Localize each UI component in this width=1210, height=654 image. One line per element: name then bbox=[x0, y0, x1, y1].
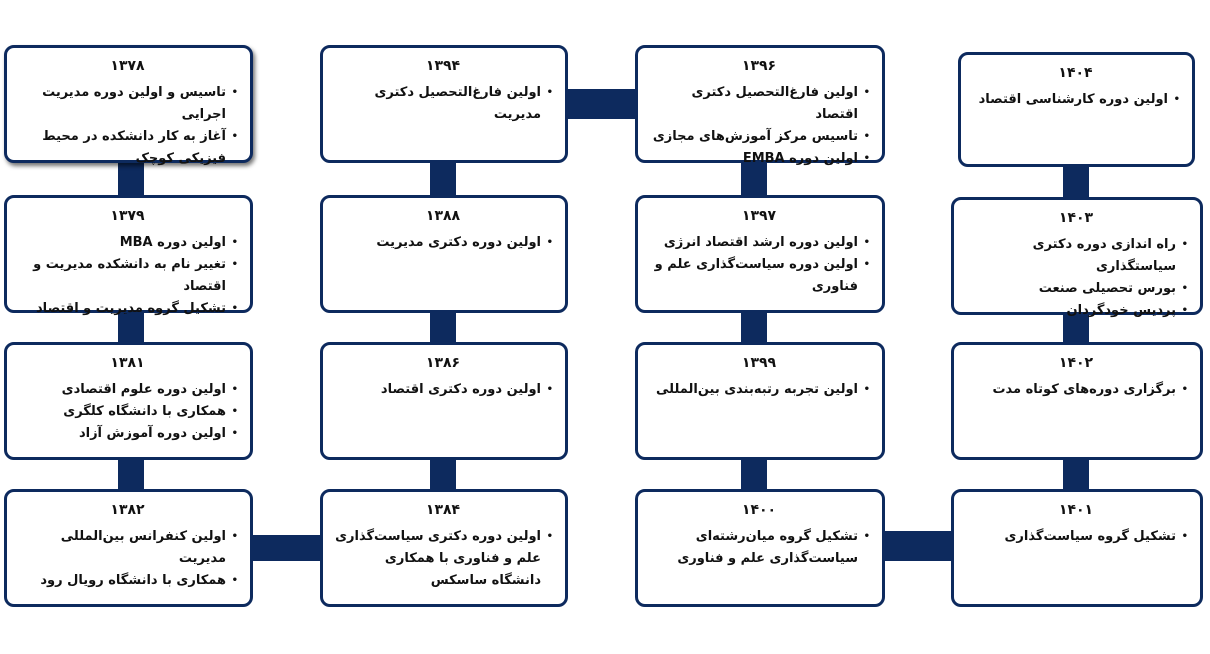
timeline-box: ۱۳۹۷ اولین دوره ارشد اقتصاد انرژی اولین … bbox=[635, 195, 885, 313]
connector bbox=[430, 308, 456, 348]
timeline-box: ۱۴۰۴ اولین دوره کارشناسی اقتصاد bbox=[958, 52, 1195, 167]
event-list: اولین کنفرانس بین‌المللی مدیریت همکاری ب… bbox=[17, 526, 238, 592]
year-label: ۱۳۸۱ bbox=[110, 355, 145, 371]
timeline-box: ۱۳۹۴ اولین فارغ‌التحصیل دکتری مدیریت bbox=[320, 45, 568, 163]
year-label: ۱۴۰۱ bbox=[1058, 502, 1094, 518]
event-item: برگزاری دوره‌های کوتاه مدت bbox=[964, 379, 1188, 401]
event-list: اولین فارغ‌التحصیل دکتری مدیریت bbox=[333, 82, 553, 126]
timeline-box: ۱۳۷۹ اولین دوره MBA تغییر نام به دانشکده… bbox=[4, 195, 253, 320]
connector bbox=[118, 455, 144, 495]
year-label: ۱۳۷۹ bbox=[110, 208, 145, 224]
connector bbox=[562, 89, 640, 119]
event-item: تشکیل گروه سیاست‌گذاری bbox=[964, 526, 1188, 548]
year-label: ۱۳۹۹ bbox=[741, 355, 777, 371]
timeline-box: ۱۴۰۱ تشکیل گروه سیاست‌گذاری bbox=[951, 489, 1203, 607]
event-item: اولین فارغ‌التحصیل دکتری اقتصاد bbox=[648, 82, 870, 126]
event-item: همکاری با دانشگاه کلگری bbox=[17, 401, 238, 423]
connector bbox=[741, 455, 767, 495]
year-label: ۱۳۷۸ bbox=[110, 58, 145, 74]
connector bbox=[741, 308, 767, 348]
event-list: راه اندازی دوره دکتری سیاستگذاری بورس تح… bbox=[964, 234, 1188, 322]
timeline-box: ۱۴۰۰ تشکیل گروه میان‌رشته‌ای سیاست‌گذاری… bbox=[635, 489, 885, 607]
event-list: اولین دوره دکتری مدیریت bbox=[333, 232, 553, 254]
event-item: اولین دوره علوم اقتصادی bbox=[17, 379, 238, 401]
event-list: تاسیس و اولین دوره مدیریت اجرایی آغاز به… bbox=[17, 82, 238, 170]
event-item: اولین تجربه رتبه‌بندی بین‌المللی bbox=[648, 379, 870, 401]
event-item: آغاز به کار دانشکده در محیط فیزیکی کوچک bbox=[17, 126, 238, 170]
year-label: ۱۳۸۶ bbox=[425, 355, 461, 371]
event-item: اولین کنفرانس بین‌المللی مدیریت bbox=[17, 526, 238, 570]
connector bbox=[430, 455, 456, 495]
year-label: ۱۳۹۷ bbox=[741, 208, 777, 224]
event-list: اولین دوره دکتری سیاست‌گذاری علم و فناور… bbox=[333, 526, 553, 592]
event-item: اولین دوره کارشناسی اقتصاد bbox=[971, 89, 1180, 111]
timeline-box: ۱۳۸۴ اولین دوره دکتری سیاست‌گذاری علم و … bbox=[320, 489, 568, 607]
connector bbox=[248, 535, 326, 561]
timeline-box: ۱۳۸۶ اولین دوره دکتری اقتصاد bbox=[320, 342, 568, 460]
timeline-box: ۱۴۰۲ برگزاری دوره‌های کوتاه مدت bbox=[951, 342, 1203, 460]
year-label: ۱۴۰۰ bbox=[741, 502, 777, 518]
timeline-box: ۱۳۸۲ اولین کنفرانس بین‌المللی مدیریت همک… bbox=[4, 489, 253, 607]
event-list: اولین تجربه رتبه‌بندی بین‌المللی bbox=[648, 379, 870, 401]
connector bbox=[878, 531, 958, 561]
event-item: تشکیل گروه مدیریت و اقتصاد bbox=[17, 298, 238, 320]
event-item: پردیس خودگردان bbox=[964, 300, 1188, 322]
event-list: اولین دوره MBA تغییر نام به دانشکده مدیر… bbox=[17, 232, 238, 320]
event-item: تشکیل گروه میان‌رشته‌ای سیاست‌گذاری علم … bbox=[648, 526, 870, 570]
year-label: ۱۳۹۴ bbox=[425, 58, 461, 74]
event-item: تغییر نام به دانشکده مدیریت و اقتصاد bbox=[17, 254, 238, 298]
event-list: اولین فارغ‌التحصیل دکتری اقتصاد تاسیس مر… bbox=[648, 82, 870, 170]
event-item: اولین دوره دکتری اقتصاد bbox=[333, 379, 553, 401]
timeline-box: ۱۳۸۱ اولین دوره علوم اقتصادی همکاری با د… bbox=[4, 342, 253, 460]
event-item: بورس تحصیلی صنعت bbox=[964, 278, 1188, 300]
year-label: ۱۳۹۶ bbox=[741, 58, 777, 74]
event-item: تاسیس مرکز آموزش‌های مجازی bbox=[648, 126, 870, 148]
event-list: تشکیل گروه سیاست‌گذاری bbox=[964, 526, 1188, 548]
event-item: اولین دوره آموزش آزاد bbox=[17, 423, 238, 445]
event-item: اولین دوره EMBA bbox=[648, 148, 870, 170]
event-list: تشکیل گروه میان‌رشته‌ای سیاست‌گذاری علم … bbox=[648, 526, 870, 570]
event-item: اولین دوره دکتری مدیریت bbox=[333, 232, 553, 254]
event-item: اولین دوره سیاست‌گذاری علم و فناوری bbox=[648, 254, 870, 298]
year-label: ۱۳۸۸ bbox=[425, 208, 461, 224]
connector bbox=[1063, 455, 1089, 495]
timeline-box: ۱۳۹۹ اولین تجربه رتبه‌بندی بین‌المللی bbox=[635, 342, 885, 460]
timeline-box: ۱۳۹۶ اولین فارغ‌التحصیل دکتری اقتصاد تاس… bbox=[635, 45, 885, 170]
event-list: برگزاری دوره‌های کوتاه مدت bbox=[964, 379, 1188, 401]
event-item: اولین دوره MBA bbox=[17, 232, 238, 254]
event-list: اولین دوره کارشناسی اقتصاد bbox=[971, 89, 1180, 111]
timeline-box: ۱۴۰۳ راه اندازی دوره دکتری سیاستگذاری بو… bbox=[951, 197, 1203, 322]
year-label: ۱۳۸۴ bbox=[425, 502, 461, 518]
event-item: اولین دوره دکتری سیاست‌گذاری علم و فناور… bbox=[333, 526, 553, 592]
year-label: ۱۴۰۳ bbox=[1058, 210, 1094, 226]
event-item: راه اندازی دوره دکتری سیاستگذاری bbox=[964, 234, 1188, 278]
connector bbox=[430, 160, 456, 200]
timeline-box: ۱۳۷۸ تاسیس و اولین دوره مدیریت اجرایی آغ… bbox=[4, 45, 253, 166]
year-label: ۱۴۰۲ bbox=[1058, 355, 1094, 371]
event-item: اولین فارغ‌التحصیل دکتری مدیریت bbox=[333, 82, 553, 126]
event-list: اولین دوره علوم اقتصادی همکاری با دانشگا… bbox=[17, 379, 238, 445]
year-label: ۱۴۰۴ bbox=[1058, 65, 1093, 81]
timeline-box: ۱۳۸۸ اولین دوره دکتری مدیریت bbox=[320, 195, 568, 313]
event-item: همکاری با دانشگاه رویال رود bbox=[17, 570, 238, 592]
event-list: اولین دوره دکتری اقتصاد bbox=[333, 379, 553, 401]
event-item: اولین دوره ارشد اقتصاد انرژی bbox=[648, 232, 870, 254]
event-item: تاسیس و اولین دوره مدیریت اجرایی bbox=[17, 82, 238, 126]
connector bbox=[1063, 163, 1089, 201]
year-label: ۱۳۸۲ bbox=[110, 502, 145, 518]
event-list: اولین دوره ارشد اقتصاد انرژی اولین دوره … bbox=[648, 232, 870, 298]
